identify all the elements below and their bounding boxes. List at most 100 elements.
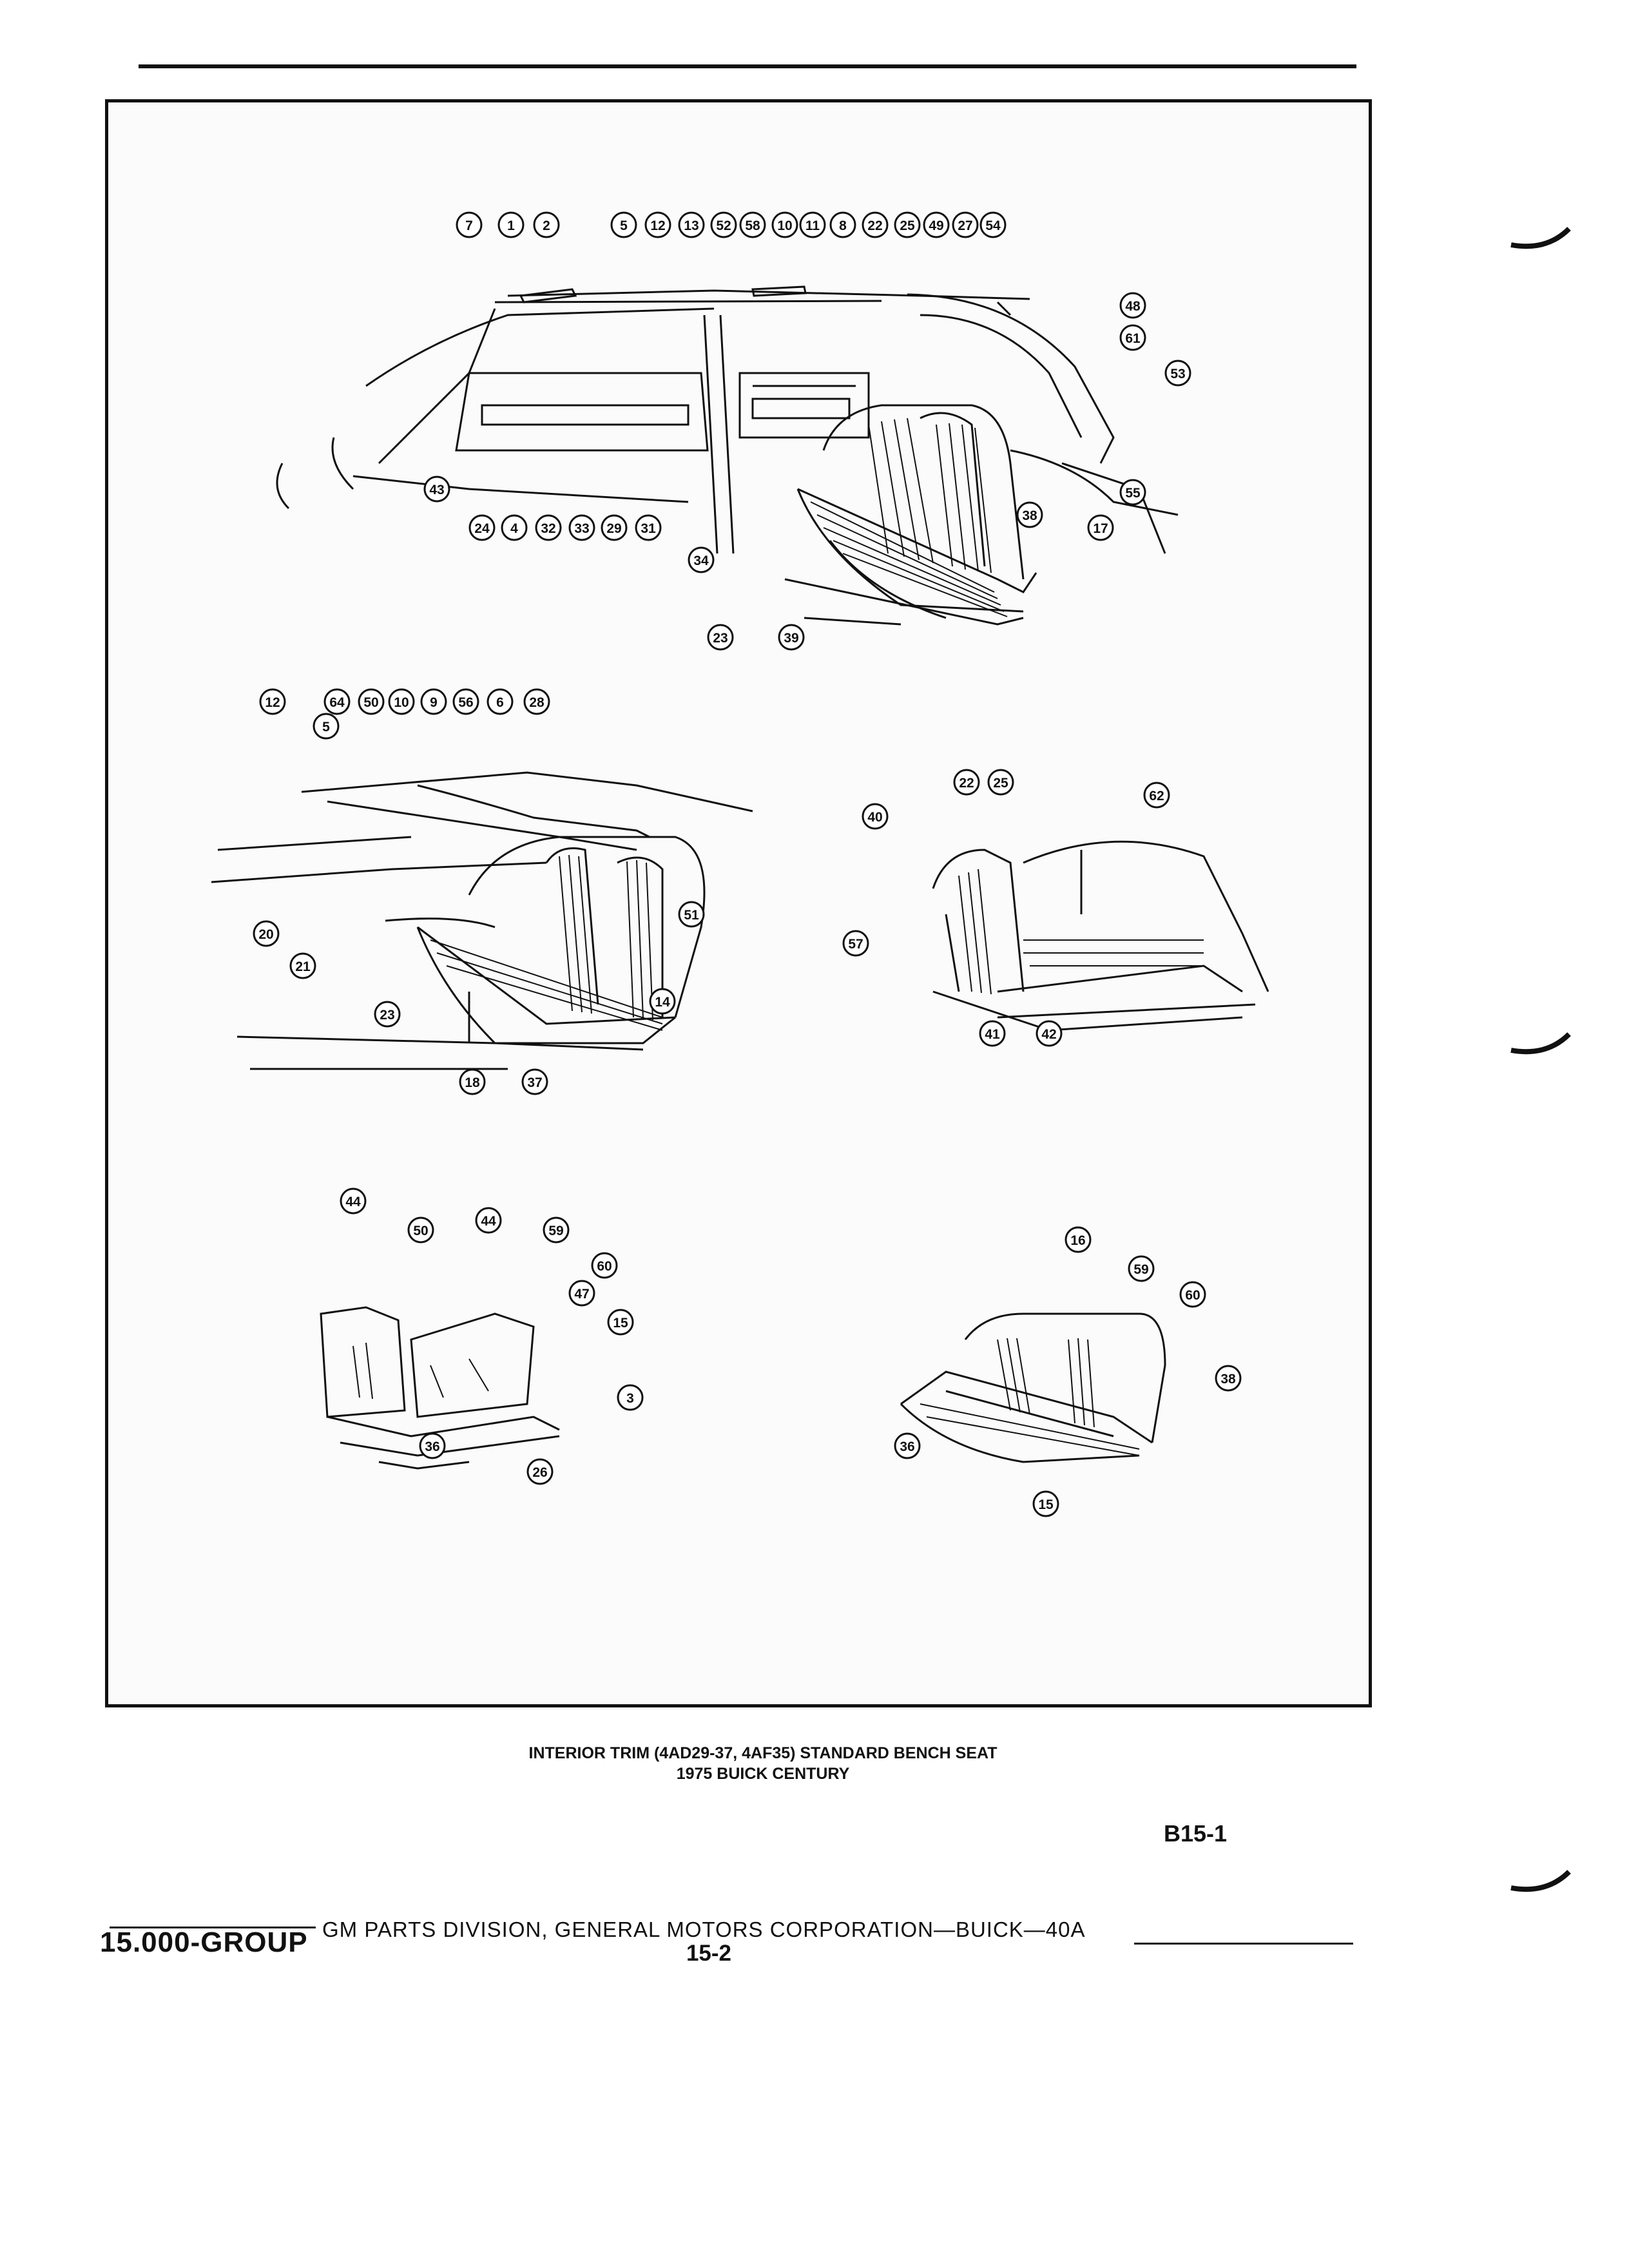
callout-3: 3	[617, 1384, 644, 1411]
split-seat-view	[320, 1306, 560, 1470]
callout-11: 11	[799, 211, 826, 238]
callout-21: 21	[289, 952, 316, 979]
callout-36: 36	[894, 1432, 921, 1459]
svg-text:1: 1	[507, 218, 515, 233]
svg-text:37: 37	[527, 1075, 542, 1090]
callout-5: 5	[313, 713, 340, 740]
svg-text:62: 62	[1149, 789, 1164, 803]
callout-27: 27	[952, 211, 979, 238]
svg-text:7: 7	[465, 218, 473, 233]
callout-64: 64	[323, 688, 351, 715]
callout-25: 25	[894, 211, 921, 238]
callout-38: 38	[1016, 501, 1043, 528]
svg-text:49: 49	[929, 218, 943, 233]
svg-text:59: 59	[1133, 1262, 1148, 1277]
svg-text:53: 53	[1170, 367, 1185, 381]
svg-text:9: 9	[430, 695, 438, 710]
group-label: 15.000-GROUP	[100, 1927, 308, 1958]
svg-text:17: 17	[1093, 521, 1108, 536]
callout-62: 62	[1143, 782, 1170, 809]
callout-15: 15	[607, 1309, 634, 1336]
svg-text:47: 47	[574, 1287, 589, 1302]
svg-text:52: 52	[716, 218, 731, 233]
margin-marks	[1510, 227, 1571, 1892]
svg-text:8: 8	[839, 218, 847, 233]
plate-id: B15-1	[1164, 1820, 1228, 1847]
callout-1: 1	[497, 211, 525, 238]
svg-text:61: 61	[1125, 331, 1141, 346]
svg-text:28: 28	[529, 695, 545, 710]
svg-text:42: 42	[1041, 1027, 1056, 1042]
figure-caption-line1: INTERIOR TRIM (4AD29-37, 4AF35) STANDARD…	[528, 1744, 998, 1762]
svg-text:41: 41	[985, 1027, 1000, 1042]
callout-39: 39	[778, 624, 805, 651]
callout-8: 8	[829, 211, 856, 238]
callout-48: 48	[1119, 292, 1146, 319]
page-number: 15-2	[686, 1941, 732, 1966]
callout-52: 52	[710, 211, 737, 238]
bench-seat-view	[900, 1312, 1166, 1463]
callout-43: 43	[423, 476, 450, 503]
callout-44: 44	[340, 1187, 367, 1215]
callout-24: 24	[468, 514, 496, 541]
callout-40: 40	[862, 803, 889, 830]
callout-22: 22	[953, 769, 980, 796]
callout-61: 61	[1119, 324, 1146, 351]
svg-text:60: 60	[1185, 1288, 1200, 1303]
svg-text:15: 15	[1038, 1497, 1054, 1512]
svg-text:59: 59	[548, 1224, 563, 1238]
svg-text:14: 14	[655, 995, 670, 1010]
callout-6: 6	[487, 688, 514, 715]
svg-text:39: 39	[784, 631, 798, 646]
callout-50: 50	[358, 688, 385, 715]
svg-text:5: 5	[620, 218, 628, 233]
svg-text:43: 43	[429, 483, 444, 497]
svg-text:6: 6	[496, 695, 504, 710]
svg-text:55: 55	[1125, 486, 1141, 501]
svg-text:15: 15	[613, 1316, 628, 1331]
svg-text:58: 58	[745, 218, 760, 233]
callout-42: 42	[1036, 1020, 1063, 1047]
callout-41: 41	[979, 1020, 1006, 1047]
callout-34: 34	[688, 546, 715, 573]
svg-text:23: 23	[713, 631, 728, 646]
callout-23: 23	[707, 624, 734, 651]
callout-2: 2	[533, 211, 560, 238]
footer-rule-right	[1134, 1943, 1353, 1945]
svg-text:50: 50	[363, 695, 378, 710]
callout-15: 15	[1032, 1490, 1059, 1517]
callout-38: 38	[1215, 1365, 1242, 1392]
svg-text:3: 3	[626, 1391, 634, 1406]
callout-22: 22	[862, 211, 889, 238]
svg-text:57: 57	[848, 937, 863, 952]
callout-17: 17	[1087, 514, 1114, 541]
svg-text:31: 31	[641, 521, 656, 536]
svg-text:51: 51	[684, 908, 699, 923]
svg-text:60: 60	[597, 1259, 612, 1274]
callout-14: 14	[649, 988, 676, 1015]
callout-57: 57	[842, 930, 869, 957]
callout-60: 60	[1179, 1281, 1206, 1308]
callout-5: 5	[610, 211, 637, 238]
callout-9: 9	[420, 688, 447, 715]
svg-text:38: 38	[1220, 1372, 1236, 1387]
svg-text:20: 20	[258, 927, 273, 942]
callout-55: 55	[1119, 479, 1146, 506]
svg-text:22: 22	[959, 776, 974, 791]
svg-text:21: 21	[295, 959, 311, 974]
callout-10: 10	[388, 688, 415, 715]
callout-12: 12	[259, 688, 286, 715]
svg-text:24: 24	[474, 521, 490, 536]
callout-59: 59	[543, 1216, 570, 1244]
svg-text:36: 36	[425, 1439, 439, 1454]
rear-seat-view	[932, 840, 1269, 1032]
svg-text:44: 44	[345, 1195, 361, 1209]
callout-13: 13	[678, 211, 705, 238]
callout-33: 33	[568, 514, 595, 541]
svg-text:10: 10	[777, 218, 792, 233]
callout-26: 26	[526, 1458, 554, 1485]
svg-text:27: 27	[958, 218, 972, 233]
callout-58: 58	[739, 211, 766, 238]
svg-text:44: 44	[481, 1214, 496, 1229]
top-rule	[139, 64, 1356, 68]
